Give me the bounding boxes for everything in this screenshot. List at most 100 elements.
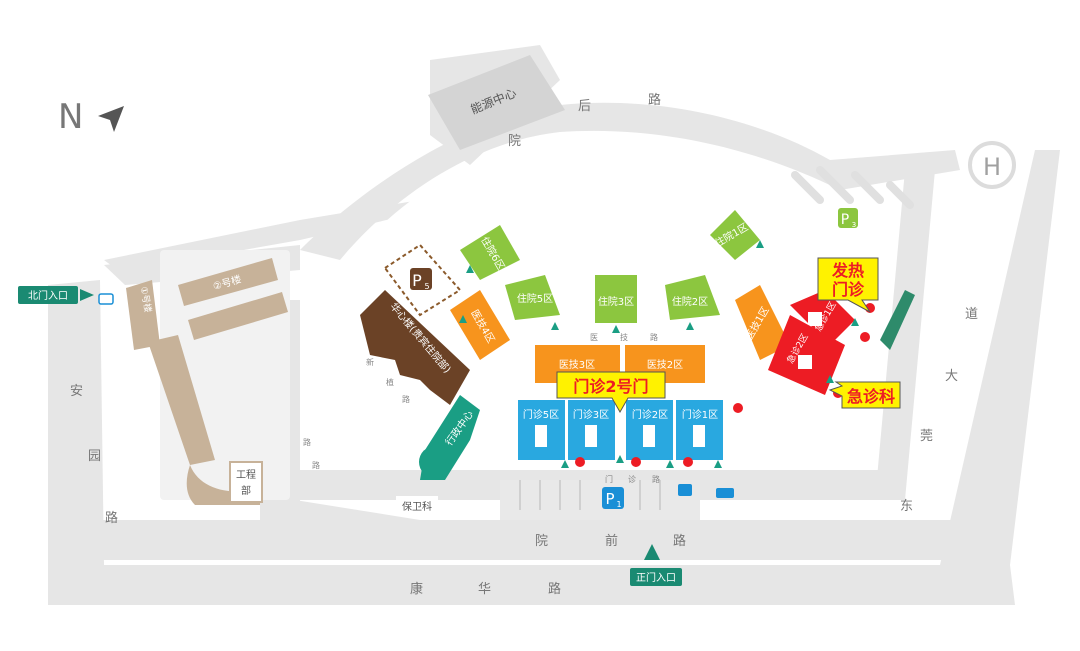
inpatient-buildings: 住院6区 住院5区 住院3区 住院2区 住院1区 [460,210,760,323]
callout-fever-clinic[interactable]: 发热 门诊 [817,257,879,313]
svg-text:发热: 发热 [831,261,864,280]
outpatient-5[interactable]: 门诊5区 [518,400,565,460]
svg-text:路: 路 [673,533,686,549]
old-buildings: ②号楼 ①号楼 工程 部 [126,258,288,505]
energy-center[interactable]: 能源中心 [428,55,565,150]
svg-text:华: 华 [478,582,491,597]
svg-text:路: 路 [652,474,660,484]
small-road-labels: 医 技 路 门 诊 路 新 植 路 路 路 [303,332,660,484]
outpatient-buildings: 门诊5区 门诊3区 门诊2区 门诊1区 [518,400,723,460]
medtech-4[interactable]: 医技4区 [450,290,510,360]
svg-text:路: 路 [105,510,118,526]
svg-text:安: 安 [70,384,83,399]
main-gate[interactable]: 正门入口 [630,544,682,586]
svg-text:路: 路 [650,332,658,342]
svg-text:园: 园 [88,449,101,464]
inpatient-3[interactable]: 住院3区 [595,275,637,323]
entrance-markers [459,240,859,468]
emergency-1[interactable]: 急诊1区 [790,290,855,345]
svg-text:3: 3 [852,221,856,229]
svg-text:医技2区: 医技2区 [647,358,683,371]
compass: N [58,97,124,137]
building-1[interactable]: ①号楼 [126,280,215,465]
emergency-buildings: 急诊1区 急诊2区 [768,290,855,395]
engineering-dept[interactable]: 工程 部 [186,461,263,505]
car-icon [678,484,692,496]
svg-text:住院2区: 住院2区 [672,295,708,308]
svg-text:前: 前 [605,533,618,549]
heliport-icon: H [983,153,1001,181]
road-labels: 院 后 路 院 前 路 康 华 路 安 园 路 东 莞 大 道 [70,92,978,597]
svg-text:医技3区: 医技3区 [559,358,595,371]
parking-p3[interactable]: P 3 [838,208,858,229]
admin-center[interactable]: 行政中心 [419,395,480,480]
svg-text:保卫科: 保卫科 [402,500,432,513]
svg-text:植: 植 [386,377,394,387]
bus-icon [716,488,734,498]
svg-text:新: 新 [366,357,374,367]
parking-p1[interactable]: P 1 [602,487,624,509]
parking-lot-p1 [500,480,700,520]
outpatient-1[interactable]: 门诊1区 [676,400,723,460]
svg-text:5: 5 [424,282,429,291]
svg-text:工程: 工程 [236,469,256,481]
inpatient-1[interactable]: 住院1区 [710,210,760,260]
building-2[interactable]: ②号楼 [178,258,288,340]
red-markers [575,303,875,467]
svg-text:北门入口: 北门入口 [28,289,68,302]
svg-text:门: 门 [605,474,613,484]
svg-text:路: 路 [548,581,561,597]
svg-text:正门入口: 正门入口 [636,571,676,584]
svg-text:门诊1区: 门诊1区 [682,408,718,421]
svg-text:门诊2区: 门诊2区 [632,408,668,421]
svg-text:P: P [841,212,849,228]
green-structure [880,290,915,350]
svg-text:P: P [412,271,422,290]
main-gate-arrow-icon [644,544,660,560]
svg-text:道: 道 [965,307,978,322]
north-gate[interactable]: 北门入口 [18,286,94,304]
svg-text:路: 路 [648,92,661,108]
parking-lot-p3 [791,166,914,209]
north-arrow-icon [98,106,124,132]
svg-text:后: 后 [578,99,591,114]
callout-outpatient-gate2[interactable]: 门诊2号门 [556,371,666,414]
svg-text:技: 技 [620,332,628,342]
svg-text:医: 医 [590,333,598,342]
parking-p5[interactable]: P 5 [383,243,462,317]
svg-text:门诊: 门诊 [832,280,865,299]
heliport[interactable]: H [968,141,1016,189]
svg-text:大: 大 [945,369,958,384]
inpatient-6[interactable]: 住院6区 [460,225,520,280]
svg-text:门诊3区: 门诊3区 [573,408,609,421]
svg-text:院: 院 [535,534,548,549]
svg-text:康: 康 [410,581,423,597]
svg-text:路: 路 [312,460,320,470]
svg-text:院: 院 [508,134,521,149]
bus-stop-icon [98,293,114,305]
svg-text:住院3区: 住院3区 [598,295,634,308]
medtech-1[interactable]: 医技1区 [735,285,790,360]
svg-text:门诊2号门: 门诊2号门 [573,377,648,396]
outpatient-3[interactable]: 门诊3区 [568,400,615,460]
callout-emergency[interactable]: 急诊科 [828,381,901,409]
svg-text:1: 1 [616,500,621,509]
svg-text:路: 路 [303,437,311,447]
svg-text:莞: 莞 [920,429,933,444]
svg-text:住院5区: 住院5区 [517,292,553,305]
svg-text:诊: 诊 [628,474,636,484]
inpatient-5[interactable]: 住院5区 [505,275,560,320]
security-office[interactable]: 保卫科 [396,496,438,516]
svg-text:东: 东 [900,499,913,514]
svg-text:部: 部 [241,484,251,497]
outpatient-2[interactable]: 门诊2区 [626,400,673,460]
svg-text:P: P [605,490,614,508]
svg-text:门诊5区: 门诊5区 [523,408,559,421]
north-gate-arrow-icon [80,289,94,301]
compass-letter: N [58,97,83,137]
inpatient-2[interactable]: 住院2区 [665,275,720,320]
emergency-2[interactable]: 急诊2区 [768,315,845,395]
svg-text:急诊科: 急诊科 [847,387,895,406]
svg-text:路: 路 [402,394,410,404]
